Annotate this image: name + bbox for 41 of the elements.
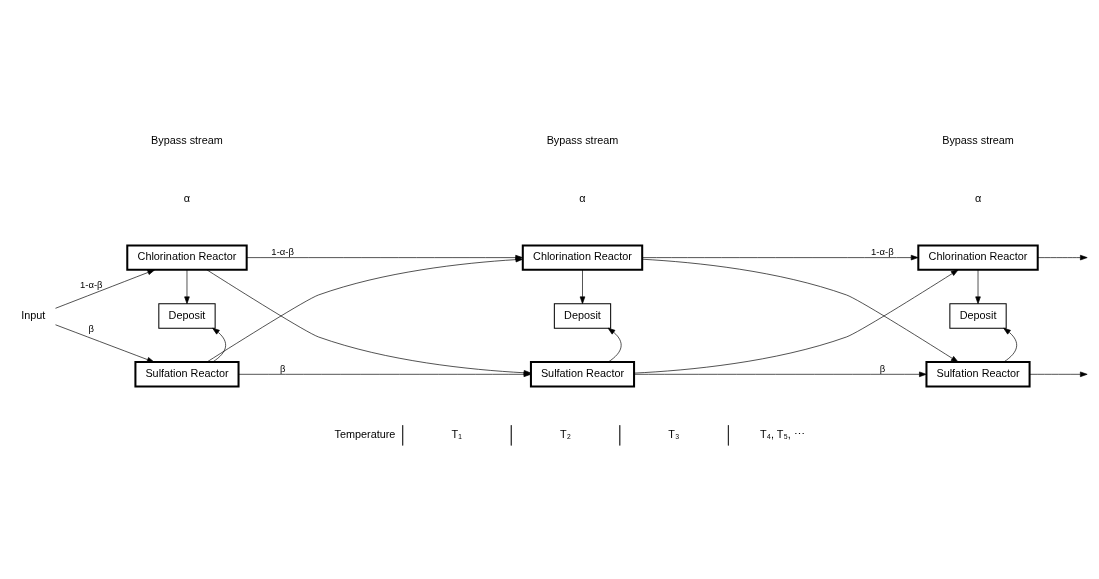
- node-box: Deposit: [949, 303, 1007, 329]
- edge-label: 1-α-β: [271, 246, 294, 258]
- node-box: Sulfation Reactor: [925, 361, 1031, 388]
- node-box: Sulfation Reactor: [529, 361, 636, 388]
- edge-label: 1-α-β: [871, 246, 894, 258]
- label: T₃: [668, 427, 680, 440]
- label: α: [974, 191, 982, 204]
- arrow: [579, 269, 586, 304]
- arrow: [212, 327, 226, 363]
- edge-label: β: [279, 362, 286, 374]
- arrow: [1029, 371, 1088, 377]
- node-box: Deposit: [553, 303, 612, 329]
- label: Temperature: [334, 427, 396, 440]
- label: T₁: [451, 427, 462, 440]
- arrow: [975, 269, 981, 304]
- arrow: [184, 269, 190, 304]
- arrow: [642, 254, 919, 261]
- arrow: [1037, 254, 1088, 261]
- arrow: [55, 324, 155, 363]
- label: α: [183, 191, 191, 204]
- label: α: [579, 191, 586, 204]
- arrow: [633, 371, 927, 377]
- label: Bypass stream: [151, 133, 223, 146]
- edge-label: β: [879, 362, 886, 374]
- node-box: Sulfation Reactor: [134, 361, 240, 388]
- edge-label: 1-α-β: [80, 279, 103, 291]
- label: T₄, T₅, ⋯: [759, 427, 805, 440]
- arrow: [1003, 327, 1017, 363]
- arrow: [641, 258, 959, 363]
- arrow: [607, 327, 622, 363]
- node-box: Chlorination Reactor: [126, 244, 248, 271]
- arrow: [633, 269, 959, 374]
- label: T₂: [560, 427, 571, 440]
- node-text: Input: [21, 309, 46, 322]
- node-box: Chlorination Reactor: [917, 244, 1039, 271]
- label: Bypass stream: [942, 133, 1014, 146]
- arrow: [55, 269, 155, 309]
- node-box: Deposit: [158, 303, 216, 329]
- node-box: Chlorination Reactor: [521, 244, 644, 271]
- edge-label: β: [88, 323, 95, 335]
- label: Bypass stream: [546, 133, 619, 146]
